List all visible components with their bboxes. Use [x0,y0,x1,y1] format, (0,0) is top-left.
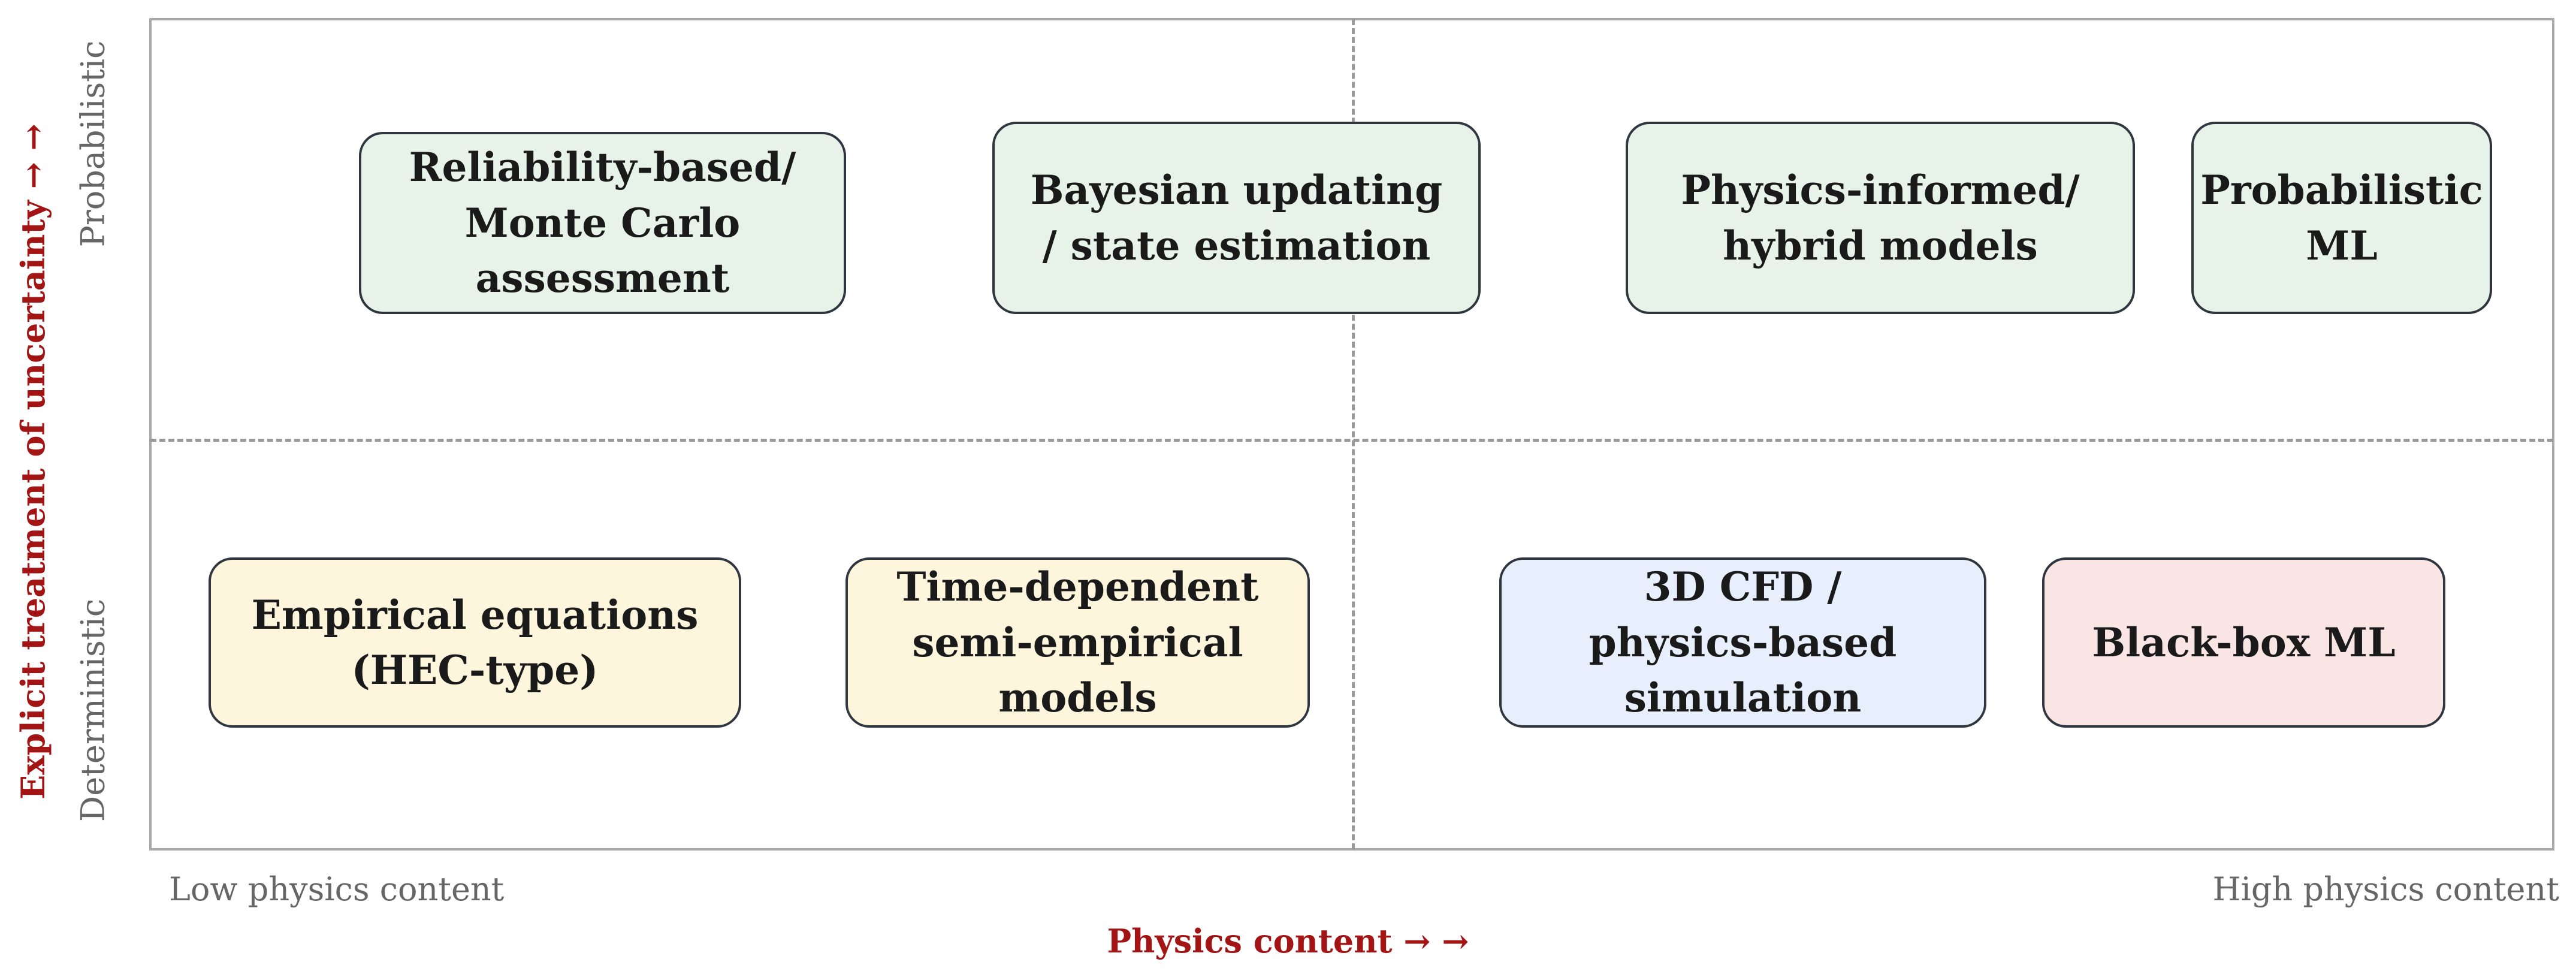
probabilistic-ml-box: Probabilistic ML [2191,122,2492,314]
cfd-simulation-box: 3D CFD / physics-based simulation [1499,557,1986,728]
box-line: simulation [1624,674,1862,722]
box-line: hybrid models [1723,222,2038,269]
bayesian-updating-box: Bayesian updating / state estimation [992,122,1481,314]
black-box-ml-box: Black-box ML [2042,557,2445,728]
time-dependent-box: Time-dependent semi-empirical models [845,557,1310,728]
reliability-monte-carlo-box: Reliability-based/ Monte Carlo assessmen… [359,132,846,314]
box-line: semi-empirical [912,619,1243,666]
physics-informed-box: Physics-informed/ hybrid models [1626,122,2135,314]
box-line: assessment [475,255,730,302]
x-axis-title: Physics content → → [1107,922,1469,960]
empirical-equations-box: Empirical equations (HEC-type) [209,557,741,728]
x-right-label: High physics content [2212,870,2560,908]
box-line: Physics-informed/ [1681,167,2080,214]
box-line: Time-dependent [896,563,1259,611]
y-bottom-label: Deterministic [74,598,112,822]
box-line: 3D CFD / [1644,563,1842,611]
box-line: Empirical equations [251,591,699,638]
y-axis-title: Explicit treatment of uncertainty → → [14,123,52,800]
box-line: Monte Carlo [464,199,741,246]
horizontal-divider [150,439,2553,442]
box-line: (HEC-type) [351,647,599,693]
box-line: Probabilistic [2200,167,2483,214]
x-left-label: Low physics content [169,870,505,908]
box-line: Black-box ML [2092,619,2396,666]
box-line: physics-based [1589,619,1897,666]
box-line: / state estimation [1042,222,1431,269]
y-top-label: Probabilistic [74,40,112,248]
box-line: Bayesian updating [1030,167,1443,214]
vertical-divider [1352,19,1355,849]
box-line: Reliability-based/ [409,144,796,191]
box-line: models [998,674,1157,722]
box-line: ML [2306,222,2378,269]
